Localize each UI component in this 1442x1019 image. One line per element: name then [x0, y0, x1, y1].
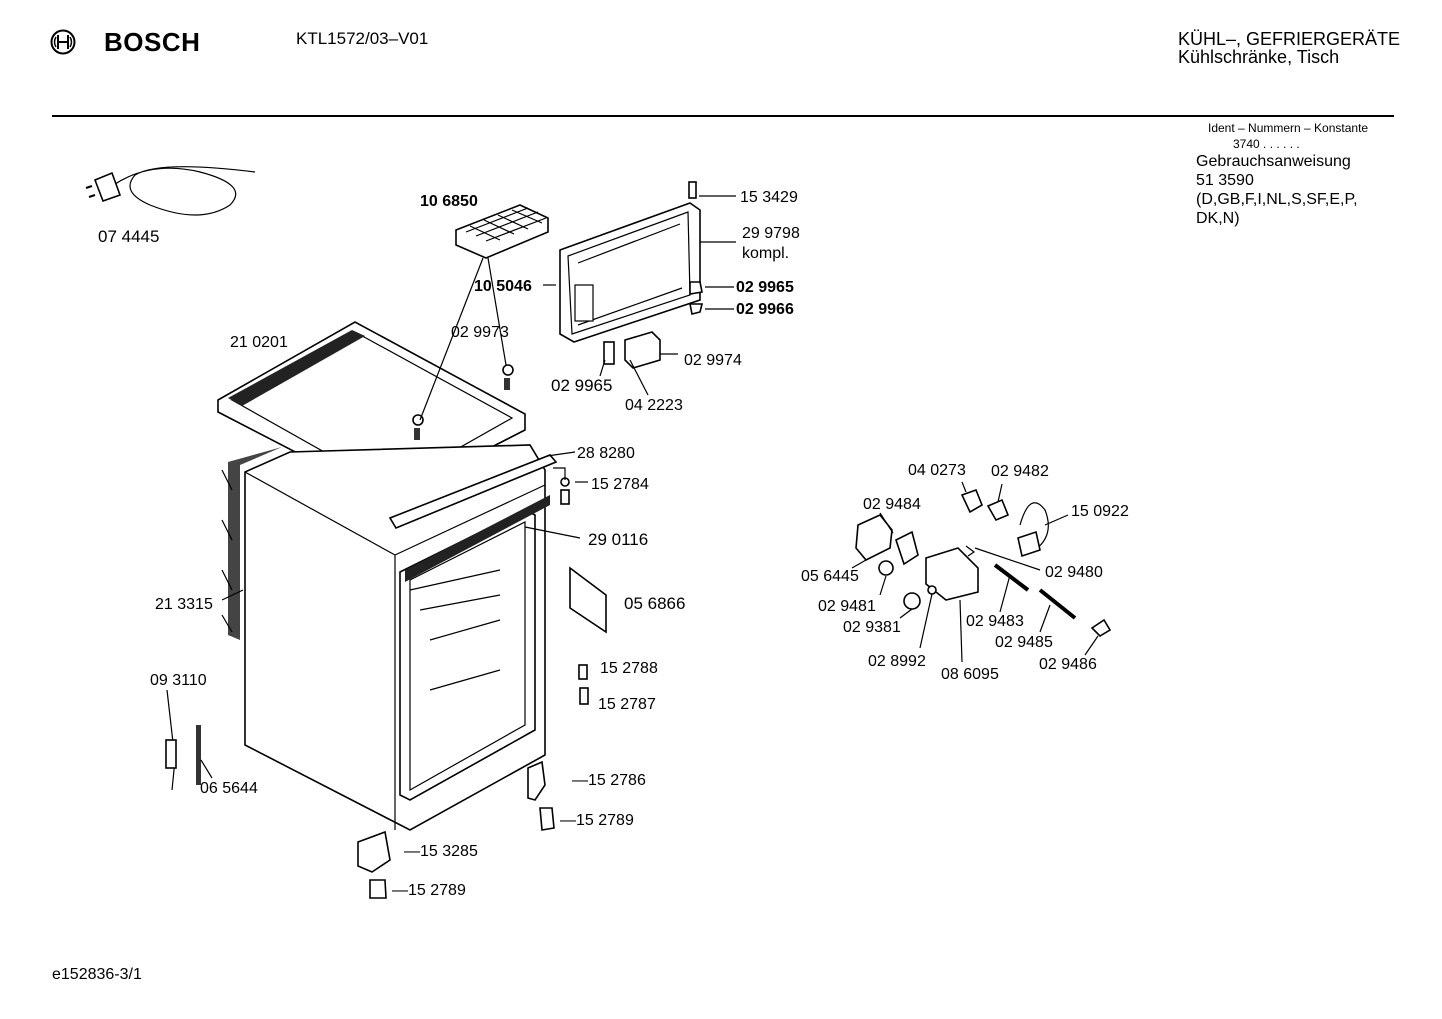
part-label-152789a: —15 2789 [560, 812, 634, 829]
part-label-074445: 07 4445 [98, 227, 159, 246]
power-cord-part [85, 166, 256, 216]
part-label-029483: 02 9483 [966, 613, 1024, 630]
part-label-152789b: —15 2789 [392, 882, 466, 899]
part-label-029480: 02 9480 [1045, 564, 1103, 581]
part-label-029974: 02 9974 [684, 352, 742, 369]
part-label-152786: —15 2786 [572, 772, 646, 789]
part-label-213315: 21 3315 [155, 596, 213, 613]
part-label-153429: 15 3429 [740, 189, 798, 206]
hinge-screw-part [412, 364, 514, 440]
manual-languages-line2: DK,N) [1196, 210, 1240, 227]
cabinet-small-parts [357, 477, 607, 899]
bosch-logo-icon [50, 29, 76, 55]
part-label-029485: 02 9485 [995, 634, 1053, 651]
part-label-299798-note: kompl. [742, 245, 789, 262]
part-label-029482: 02 9482 [991, 463, 1049, 480]
part-label-029966: 02 9966 [736, 301, 794, 318]
part-label-029973: 02 9973 [451, 324, 509, 341]
part-label-290116: 29 0116 [588, 530, 648, 549]
part-label-299798: 29 9798 [742, 225, 800, 242]
part-label-152788: 15 2788 [600, 660, 658, 677]
freezer-door-part [559, 202, 701, 343]
part-label-093110: 09 3110 [150, 672, 207, 689]
manual-title: Gebrauchsanweisung [1196, 153, 1351, 170]
category-title: KÜHL–, GEFRIERGERÄTE [1178, 29, 1401, 49]
part-label-150922: 15 0922 [1071, 503, 1129, 520]
part-label-056445: 05 6445 [801, 568, 859, 585]
category-subtitle: Kühlschränke, Tisch [1178, 47, 1340, 67]
part-label-040273: 04 0273 [908, 462, 966, 479]
header-divider [52, 115, 1394, 117]
part-label-029481: 02 9481 [818, 598, 876, 615]
part-label-065644: 06 5644 [200, 780, 258, 797]
model-number: KTL1572/03–V01 [296, 29, 429, 48]
part-label-105046: 10 5046 [474, 278, 532, 295]
part-label-210201: 21 0201 [230, 334, 288, 351]
part-label-029965b: 02 9965 [551, 376, 612, 395]
wiring-parts [165, 689, 201, 791]
ident-label: Ident – Nummern – Konstante [1208, 121, 1369, 135]
part-label-029484: 02 9484 [863, 496, 921, 513]
part-label-042223: 04 2223 [625, 397, 683, 414]
leader-lines [200, 195, 1099, 779]
part-label-029965a: 02 9965 [736, 279, 794, 296]
part-label-086095: 08 6095 [941, 666, 999, 683]
part-label-288280: 28 8280 [577, 445, 635, 462]
part-label-029486: 02 9486 [1039, 656, 1097, 673]
part-label-056866: 05 6866 [624, 594, 685, 613]
part-label-106850: 10 6850 [420, 193, 478, 210]
condenser-part [221, 447, 282, 640]
part-label-029381: 02 9381 [843, 619, 901, 636]
cabinet-body-part [244, 444, 558, 831]
thermostat-assembly [855, 488, 1112, 638]
part-label-028992: 02 8992 [868, 653, 926, 670]
manual-number: 51 3590 [1196, 172, 1254, 189]
door-hinge-parts [603, 181, 704, 369]
drawing-id: e152836-3/1 [52, 966, 142, 983]
part-label-153285: —15 3285 [404, 843, 478, 860]
part-label-152787: 15 2787 [598, 696, 656, 713]
manual-languages-line1: (D,GB,F,I,NL,S,SF,E,P, [1196, 191, 1358, 208]
ice-tray-part [455, 204, 549, 259]
brand-name: BOSCH [104, 27, 201, 57]
part-label-152784: 15 2784 [591, 476, 649, 493]
ident-code: 3740 . . . . . . [1233, 137, 1300, 151]
